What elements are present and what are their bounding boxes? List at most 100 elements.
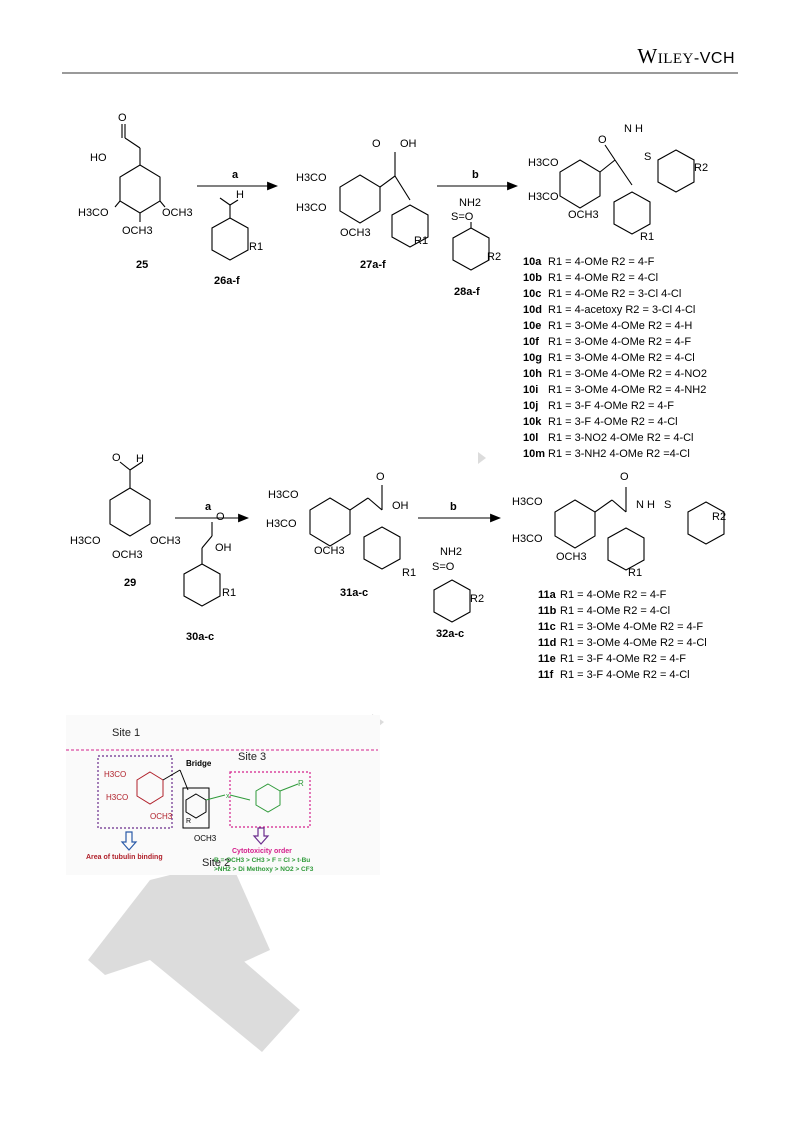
svg-text:10m: 10m — [523, 448, 545, 460]
structure-30 — [183, 522, 221, 607]
scheme-2-text: H O H3CO OCH3 OCH3 29 a O OH R1 30a-c H3… — [70, 452, 726, 643]
atom-label: H — [136, 453, 144, 465]
structure-10 — [559, 144, 695, 235]
sar-r-bond — [279, 783, 299, 792]
sar-h3co-2: H3CO — [106, 793, 128, 802]
atom-label: O — [598, 134, 607, 146]
atom-label: R2 — [487, 251, 501, 263]
header-rule — [62, 72, 738, 74]
compound-label: 29 — [124, 577, 136, 589]
svg-text:R1 = 3-OMe 4-OMe R2 = 4-Cl: R1 = 3-OMe 4-OMe R2 = 4-Cl — [560, 637, 707, 649]
sar-site3-label: Site 3 — [238, 751, 266, 763]
svg-text:11d: 11d — [538, 637, 556, 649]
sar-och3-1: OCH3 — [150, 812, 173, 821]
atom-label: OCH3 — [314, 545, 345, 557]
sar-och3-2: OCH3 — [194, 834, 217, 843]
publisher-logo: Wiley-VCH — [637, 44, 735, 69]
atom-label: OCH3 — [112, 549, 143, 561]
atom-label: R2 — [470, 593, 484, 605]
sar-linker — [205, 794, 226, 801]
list-item: 10e R1 = 3-OMe 4-OMe R2 = 4-H — [523, 320, 692, 332]
svg-text:R1 = 3-OMe 4-OMe R2 = 4-NO2: R1 = 3-OMe 4-OMe R2 = 4-NO2 — [548, 368, 707, 380]
list-item: 10c R1 = 4-OMe R2 = 3-Cl 4-Cl — [523, 288, 681, 300]
atom-label: R1 — [628, 567, 642, 579]
list-item: 11d R1 = 3-OMe 4-OMe R2 = 4-Cl — [538, 637, 707, 649]
atom-label: H3CO — [512, 533, 543, 545]
atom-label: R1 — [414, 235, 428, 247]
sar-area-label: Area of tubulin binding — [86, 854, 163, 861]
scheme-1-text: HO O H3CO OCH3 OCH3 25 a H R1 26a-f O OH… — [78, 112, 708, 298]
atom-label: OH — [400, 138, 417, 150]
atom-label: O — [376, 471, 385, 483]
svg-text:11e: 11e — [538, 653, 556, 665]
sar-site2-label: Site 2 — [202, 857, 230, 869]
svg-text:10d: 10d — [523, 304, 542, 316]
atom-label: H3CO — [512, 496, 543, 508]
atom-label: O — [620, 471, 629, 483]
svg-text:R1 = 4-OMe R2 = 4-Cl: R1 = 4-OMe R2 = 4-Cl — [560, 605, 670, 617]
svg-text:R1 = 4-OMe R2 = 3-Cl 4-Cl: R1 = 4-OMe R2 = 3-Cl 4-Cl — [548, 288, 681, 300]
svg-text:R1 = 3-OMe 4-OMe R2 = 4-F: R1 = 3-OMe 4-OMe R2 = 4-F — [560, 621, 703, 633]
structure-31 — [309, 485, 401, 570]
atom-label: S — [644, 151, 651, 163]
atom-label: OCH3 — [568, 209, 599, 221]
sar-cyto-line1: R = OCH3 > CH3 > F = Cl > t-Bu — [214, 857, 310, 864]
svg-text:R1 = 3-OMe 4-OMe R2 = 4-H: R1 = 3-OMe 4-OMe R2 = 4-H — [548, 320, 692, 332]
sar-r-label: R — [186, 818, 191, 825]
structure-28 — [452, 222, 490, 271]
svg-text:10g: 10g — [523, 352, 542, 364]
svg-text:10e: 10e — [523, 320, 541, 332]
svg-text:10l: 10l — [523, 432, 538, 444]
compound-label: 28a-f — [454, 286, 480, 298]
atom-label: S=O — [451, 211, 474, 223]
scheme-1 — [114, 124, 695, 271]
compound-label: 30a-c — [186, 631, 214, 643]
compound-label: 27a-f — [360, 259, 386, 271]
atom-label: R2 — [712, 511, 726, 523]
publisher-suffix: -VCH — [693, 50, 735, 67]
atom-label: NH2 — [440, 546, 462, 558]
atom-label: O — [216, 511, 225, 523]
sar-bridge-label: Bridge — [186, 759, 212, 768]
sar-bridge-bond — [179, 769, 189, 791]
compound-label: 31a-c — [340, 587, 368, 599]
svg-text:R1 = 3-OMe 4-OMe R2 = 4-NH2: R1 = 3-OMe 4-OMe R2 = 4-NH2 — [548, 384, 706, 396]
sar-r-label-2: R — [298, 779, 304, 788]
reagent-label: a — [232, 169, 239, 181]
svg-text:10k: 10k — [523, 416, 542, 428]
svg-text:10a: 10a — [523, 256, 542, 268]
svg-text:10i: 10i — [523, 384, 538, 396]
structure-11 — [554, 487, 725, 571]
svg-text:R1 = 3-OMe 4-OMe R2 = 4-F: R1 = 3-OMe 4-OMe R2 = 4-F — [548, 336, 691, 348]
atom-label: O — [118, 112, 127, 124]
sar-background — [66, 715, 380, 875]
atom-label: OCH3 — [340, 227, 371, 239]
sar-linker — [229, 794, 251, 801]
atom-label: OH — [215, 542, 232, 554]
atom-label: H3CO — [296, 202, 327, 214]
atom-label: OCH3 — [162, 207, 193, 219]
scheme-2 — [109, 461, 725, 623]
sar-h3co-1: H3CO — [104, 770, 126, 779]
atom-label: H3CO — [78, 207, 109, 219]
atom-label: R1 — [402, 567, 416, 579]
reagent-label: b — [472, 169, 479, 181]
svg-text:10b: 10b — [523, 272, 542, 284]
svg-text:R1 = 3-NH2 4-OMe R2 =4-Cl: R1 = 3-NH2 4-OMe R2 =4-Cl — [548, 448, 690, 460]
structure-32 — [433, 579, 471, 623]
reagent-label: a — [205, 501, 212, 513]
atom-label: R1 — [640, 231, 654, 243]
atom-label: O — [112, 452, 121, 464]
svg-text:10h: 10h — [523, 368, 542, 380]
svg-text:10c: 10c — [523, 288, 541, 300]
atom-label: N H — [636, 499, 655, 511]
svg-text:10j: 10j — [523, 400, 538, 412]
